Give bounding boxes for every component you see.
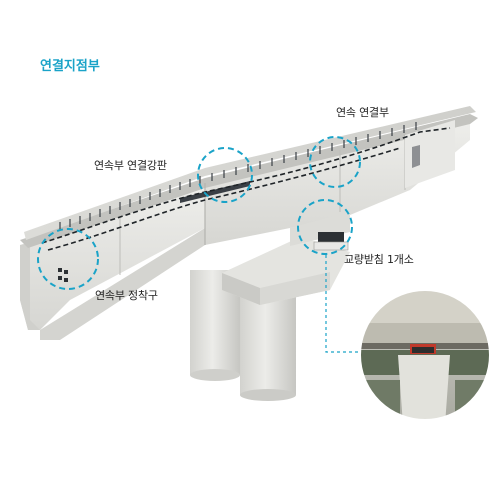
label-bearing: 교량받침 1개소 <box>344 253 414 266</box>
pier-cap <box>222 237 350 305</box>
label-anchor: 연속부 정착구 <box>95 289 158 302</box>
shear-studs <box>59 122 417 230</box>
joint-steel-plate <box>180 181 250 203</box>
anchor-marks <box>58 268 68 282</box>
callout-circle-bearing <box>297 199 353 255</box>
label-continuous-joint: 연속 연결부 <box>336 106 389 119</box>
pier-column-right <box>240 285 296 395</box>
callout-circle-anchor <box>37 228 99 290</box>
bearing <box>313 232 349 251</box>
callout-circle-continuous-joint <box>309 136 361 188</box>
girder <box>20 106 478 340</box>
bearing-photo <box>359 289 491 421</box>
callout-circle-joint-plate <box>197 147 253 203</box>
section-title: 연결지점부 <box>40 59 100 74</box>
label-joint-plate: 연속부 연결강판 <box>94 159 167 172</box>
callout-circles <box>37 136 361 290</box>
leader-line <box>325 255 360 353</box>
